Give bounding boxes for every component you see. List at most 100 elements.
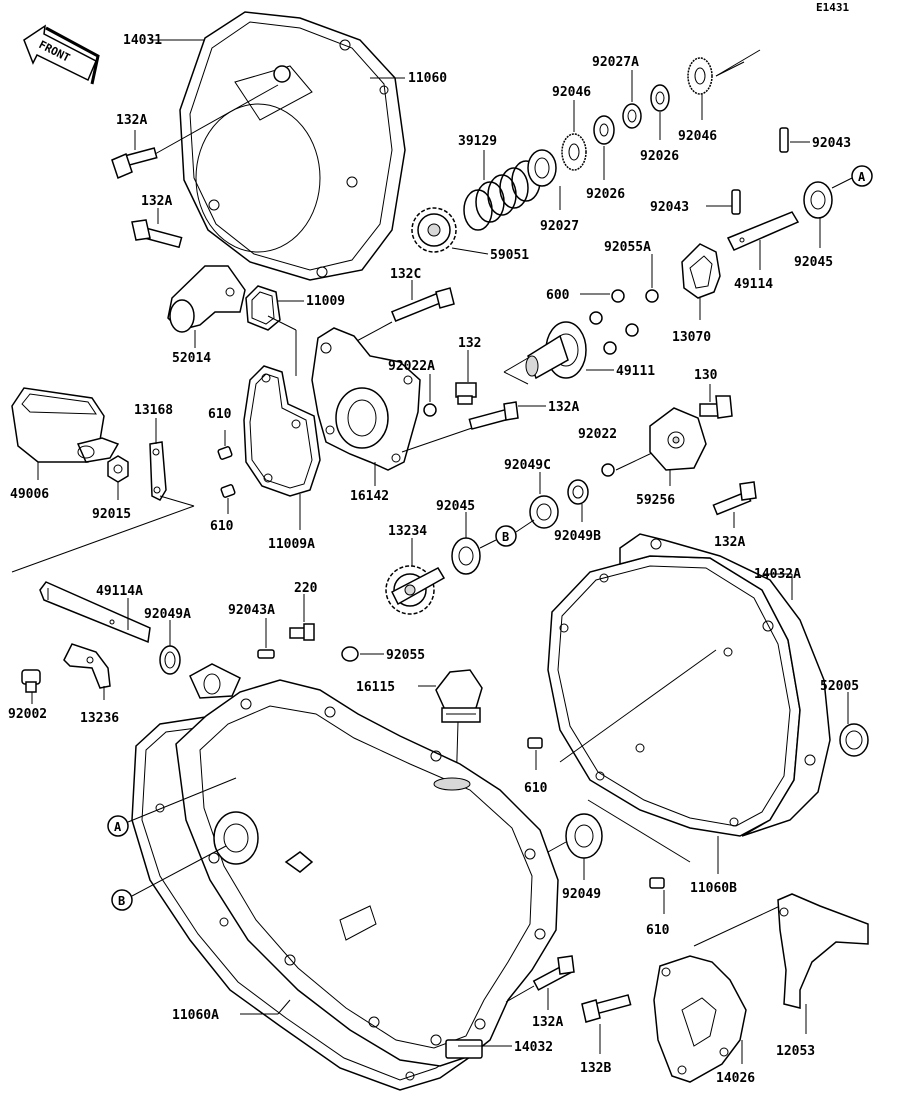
label-92027: 92027	[540, 219, 579, 234]
label-16115: 16115	[356, 680, 395, 695]
label-92046-1: 92046	[552, 85, 591, 100]
o-ring-92055a	[645, 289, 659, 303]
label-92055a: 92055A	[604, 240, 651, 255]
bolt-132b	[581, 994, 632, 1023]
label-92043-1: 92043	[812, 136, 851, 151]
label-92002: 92002	[8, 707, 47, 722]
seal-92049b	[567, 479, 589, 505]
bushing-52005	[839, 723, 869, 757]
label-610-1: 610	[208, 407, 232, 422]
bearing-92045-top	[803, 181, 833, 219]
label-49111: 49111	[616, 364, 655, 379]
shaft-49114	[726, 211, 800, 251]
governor-49111	[525, 321, 587, 380]
label-13070: 13070	[672, 330, 711, 345]
label-132a-4: 132A	[714, 535, 745, 550]
washer-92022a	[423, 403, 437, 417]
filler-cap-16115	[435, 669, 483, 723]
label-14032a: 14032A	[754, 567, 801, 582]
seal-92046-b	[687, 57, 713, 95]
label-14026: 14026	[716, 1071, 755, 1086]
clutch-cover-outer	[179, 11, 406, 281]
gear-13234	[385, 565, 446, 615]
label-92043-2: 92043	[650, 200, 689, 215]
bearing-92045-mid	[451, 537, 481, 575]
plate-13236	[63, 643, 111, 689]
pin-610-b	[220, 484, 236, 498]
callout-b-top: B	[495, 525, 517, 547]
label-52005: 52005	[820, 679, 859, 694]
bearing-92049c	[529, 495, 559, 529]
label-52014: 52014	[172, 351, 211, 366]
label-92043a: 92043A	[228, 603, 275, 618]
pin-92043-a	[779, 127, 789, 153]
callout-a-top: A	[851, 165, 873, 187]
pin-610-a	[217, 446, 233, 460]
label-11060a: 11060A	[172, 1008, 219, 1023]
label-13236: 13236	[80, 711, 119, 726]
label-92046-2: 92046	[678, 129, 717, 144]
crankcase-cover-14032	[175, 679, 559, 1067]
label-11009a: 11009A	[268, 537, 315, 552]
svg-text:B: B	[118, 894, 125, 908]
seal-92046-a	[561, 133, 587, 171]
label-92049c: 92049C	[504, 458, 551, 473]
impeller-59256	[649, 407, 707, 471]
bearing-92049	[565, 813, 603, 859]
label-92027a: 92027A	[592, 55, 639, 70]
label-92022a: 92022A	[388, 359, 435, 374]
label-14032: 14032	[514, 1040, 553, 1055]
lever-13168	[149, 441, 167, 501]
label-132a-1: 132A	[116, 113, 147, 128]
bolt-132a-bottom	[532, 955, 575, 991]
label-132a-5: 132A	[532, 1015, 563, 1030]
pin-610-d	[649, 877, 665, 889]
gear-59051	[411, 207, 457, 253]
diagram-code: E1431	[816, 1, 849, 14]
label-132b: 132B	[580, 1061, 611, 1076]
label-16142: 16142	[350, 489, 389, 504]
washer-92022	[601, 463, 615, 477]
front-direction-arrow: FRONT	[23, 24, 100, 85]
label-220: 220	[294, 581, 318, 596]
label-59051: 59051	[490, 248, 529, 263]
bearing-92027a	[622, 103, 642, 129]
label-92026-1: 92026	[586, 187, 625, 202]
label-39129: 39129	[458, 134, 497, 149]
nut-92015	[107, 455, 129, 483]
pin-610-c	[527, 737, 543, 749]
bearing-92027	[527, 149, 557, 187]
o-ring-92055	[341, 646, 359, 662]
bolt-132a-right	[712, 481, 757, 516]
shaft-49114a	[39, 581, 151, 644]
label-92049a: 92049A	[144, 607, 191, 622]
spring-39129	[463, 160, 541, 231]
label-610-3: 610	[524, 781, 548, 796]
seal-92049a	[159, 645, 181, 675]
label-92049: 92049	[562, 887, 601, 902]
label-49006: 49006	[10, 487, 49, 502]
gasket-11009	[245, 285, 281, 331]
label-610-2: 610	[210, 519, 234, 534]
callout-b-bottom: B	[111, 889, 133, 911]
bracket-14026	[653, 955, 747, 1083]
balls-600	[589, 289, 639, 355]
label-132a-3: 132A	[548, 400, 579, 415]
bolt-132c	[390, 287, 455, 322]
cover-14032a	[619, 533, 831, 837]
label-11060b: 11060B	[690, 881, 737, 896]
label-132a-2: 132A	[141, 194, 172, 209]
label-132c: 132C	[390, 267, 421, 282]
label-92022: 92022	[578, 427, 617, 442]
pin-92043-b	[731, 189, 741, 215]
gasket-11009a	[243, 365, 321, 497]
cover-49006	[11, 387, 120, 463]
holder-13070	[681, 243, 721, 299]
label-13168: 13168	[134, 403, 173, 418]
pin-92043a	[257, 649, 275, 659]
screw-92002	[21, 669, 41, 693]
seal-sleeve	[189, 663, 241, 699]
label-610-4: 610	[646, 923, 670, 938]
gasket-11060b	[547, 555, 801, 837]
